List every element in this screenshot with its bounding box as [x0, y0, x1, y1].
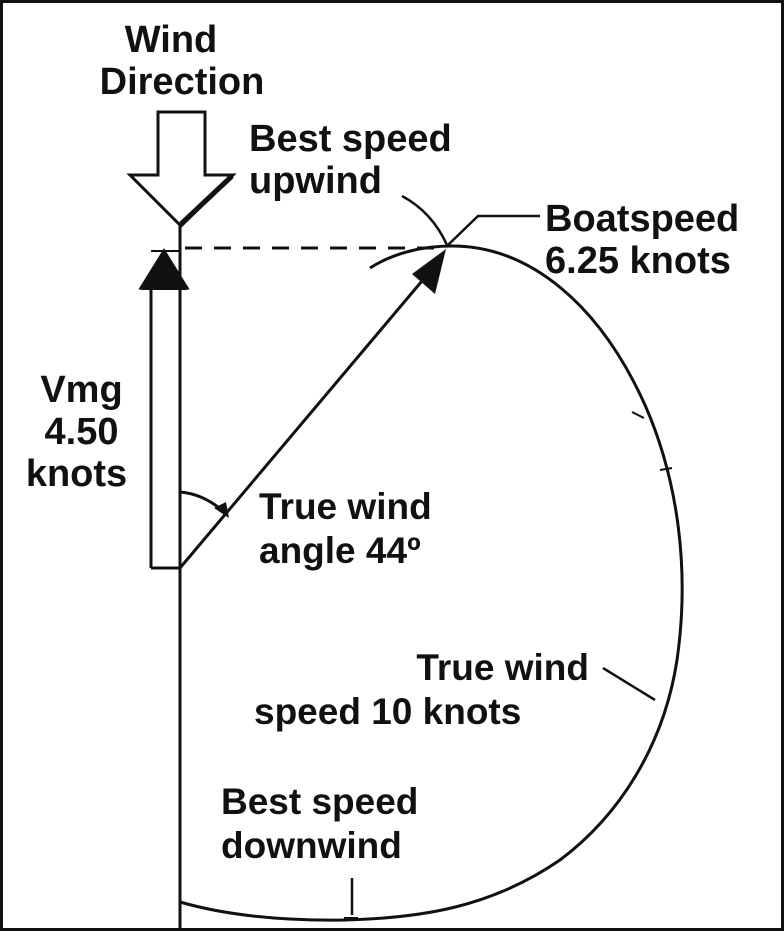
true-wind-speed-label: True wind speed 10 knots	[254, 646, 589, 734]
true-wind-speed-line1: True wind	[416, 647, 589, 688]
wind-direction-line2: Direction	[99, 61, 265, 103]
best-speed-upwind-label: Best speed upwind	[249, 118, 452, 202]
boatspeed-leader	[447, 214, 540, 246]
polar-curve	[179, 244, 684, 922]
best-speed-downwind-line1: Best speed	[221, 781, 419, 822]
true-wind-angle-label: True wind angle 44º	[259, 485, 432, 573]
true-wind-angle-line1: True wind	[259, 486, 432, 527]
best-speed-upwind-leader	[401, 194, 449, 246]
wind-direction-arrow	[126, 110, 237, 229]
wind-direction-line1: Wind	[124, 19, 218, 61]
curve-tick-2	[659, 467, 673, 471]
boatspeed-vector	[178, 274, 429, 569]
boatspeed-label: Boatspeed 6.25 knots	[545, 198, 739, 282]
true-wind-angle-arc-head	[214, 502, 229, 518]
true-wind-speed-line2: speed 10 knots	[254, 691, 522, 732]
boatspeed-line1: Boatspeed	[545, 198, 740, 240]
boatspeed-line2: 6.25 knots	[545, 240, 731, 282]
best-speed-downwind-label: Best speed downwind	[221, 780, 418, 868]
best-speed-downwind-line2: downwind	[221, 825, 402, 866]
curve-tick-1	[631, 411, 645, 419]
vmg-line3: knots	[25, 453, 128, 495]
vmg-label: Vmg 4.50 knots	[14, 369, 139, 495]
best-speed-upwind-line1: Best speed	[249, 118, 452, 160]
true-wind-speed-leader	[602, 666, 656, 702]
wind-direction-label: Wind Direction	[82, 19, 282, 103]
vmg-line1: Vmg	[40, 369, 123, 411]
vmg-arrow-head	[141, 251, 187, 290]
true-wind-angle-line2: angle 44º	[259, 530, 421, 571]
vmg-line2: 4.50	[44, 411, 119, 453]
best-speed-upwind-line2: upwind	[249, 160, 382, 202]
wind-arrow-shadow	[179, 174, 234, 226]
boatspeed-vector-head	[412, 249, 446, 294]
